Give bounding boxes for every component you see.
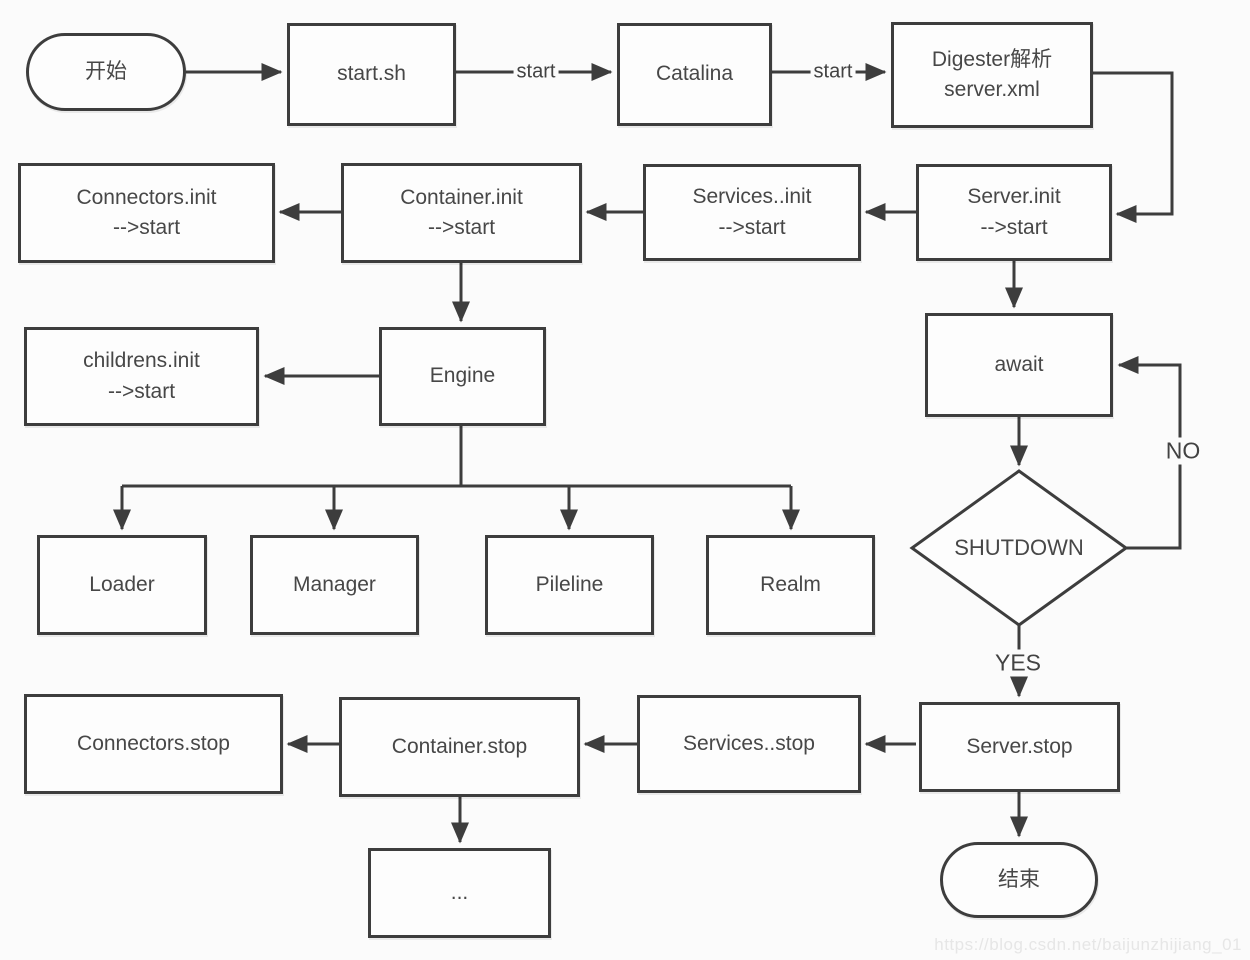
pileline-label: Pileline: [535, 572, 604, 596]
childrens-init-line1: childrens.init: [83, 349, 200, 373]
catalina-label: Catalina: [655, 62, 734, 86]
node-engine: Engine: [379, 327, 546, 426]
edge-label-yes: YES: [991, 649, 1045, 677]
node-connectors-stop: Connectors.stop: [24, 694, 283, 794]
container-stop-label: Container.stop: [391, 734, 528, 758]
await-label: await: [994, 352, 1044, 376]
start-sh-label: start.sh: [337, 62, 406, 86]
node-ellipsis: ...: [368, 848, 551, 938]
watermark-url: https://blog.csdn.net/baijunzhijiang_01: [934, 935, 1242, 954]
node-container-stop: Container.stop: [339, 697, 580, 797]
container-init-line1: Container.init: [400, 185, 523, 209]
node-digester: Digester解析server.xml: [891, 22, 1093, 128]
shutdown-diamond-label: SHUTDOWN: [954, 535, 1084, 560]
ellipsis-label: ...: [450, 880, 469, 904]
node-server-stop: Server.stop: [919, 702, 1120, 792]
manager-label: Manager: [293, 572, 376, 596]
edge-label-start-2: start: [810, 60, 856, 84]
digester-label: Digester解析server.xml: [931, 47, 1053, 101]
node-start-terminal: 开始: [26, 33, 186, 111]
realm-label: Realm: [760, 572, 821, 596]
container-init-line2: -->start: [427, 216, 496, 239]
node-childrens-init: childrens.init -->start: [24, 327, 259, 426]
edge-digester-to-serverinit: [1093, 71, 1174, 223]
node-realm: Realm: [706, 535, 875, 635]
edge-label-no: NO: [1162, 437, 1204, 465]
node-connectors-init: Connectors.init -->start: [18, 163, 275, 263]
node-manager: Manager: [250, 535, 419, 635]
edge-label-start-1: start: [513, 60, 559, 84]
node-catalina: Catalina: [617, 23, 772, 126]
node-await: await: [925, 313, 1113, 417]
node-pileline: Pileline: [485, 535, 654, 635]
start-terminal-label: 开始: [85, 59, 127, 83]
node-start-sh: start.sh: [287, 23, 456, 126]
shutdown-diamond-shape: [909, 469, 1129, 627]
engine-label: Engine: [429, 364, 496, 388]
node-end-terminal: 结束: [940, 842, 1098, 918]
connectors-stop-label: Connectors.stop: [77, 731, 230, 755]
server-stop-label: Server.stop: [966, 734, 1073, 758]
node-services-stop: Services..stop: [637, 695, 861, 793]
end-terminal-label: 结束: [998, 867, 1040, 891]
node-container-init: Container.init -->start: [341, 163, 582, 263]
services-init-line2: -->start: [718, 215, 786, 239]
server-init-line1: Server.init: [967, 185, 1061, 209]
node-services-init: Services..init -->start: [643, 164, 861, 261]
connectors-init-line1: Connectors.init: [76, 185, 217, 209]
connectors-init-line2: -->start: [112, 216, 181, 239]
server-init-line2: -->start: [980, 215, 1048, 239]
node-server-init: Server.init -->start: [916, 164, 1112, 261]
services-init-line1: Services..init: [692, 185, 812, 209]
loader-label: Loader: [89, 572, 155, 596]
services-stop-label: Services..stop: [683, 731, 815, 755]
node-loader: Loader: [37, 535, 207, 635]
childrens-init-line2: -->start: [107, 379, 176, 403]
